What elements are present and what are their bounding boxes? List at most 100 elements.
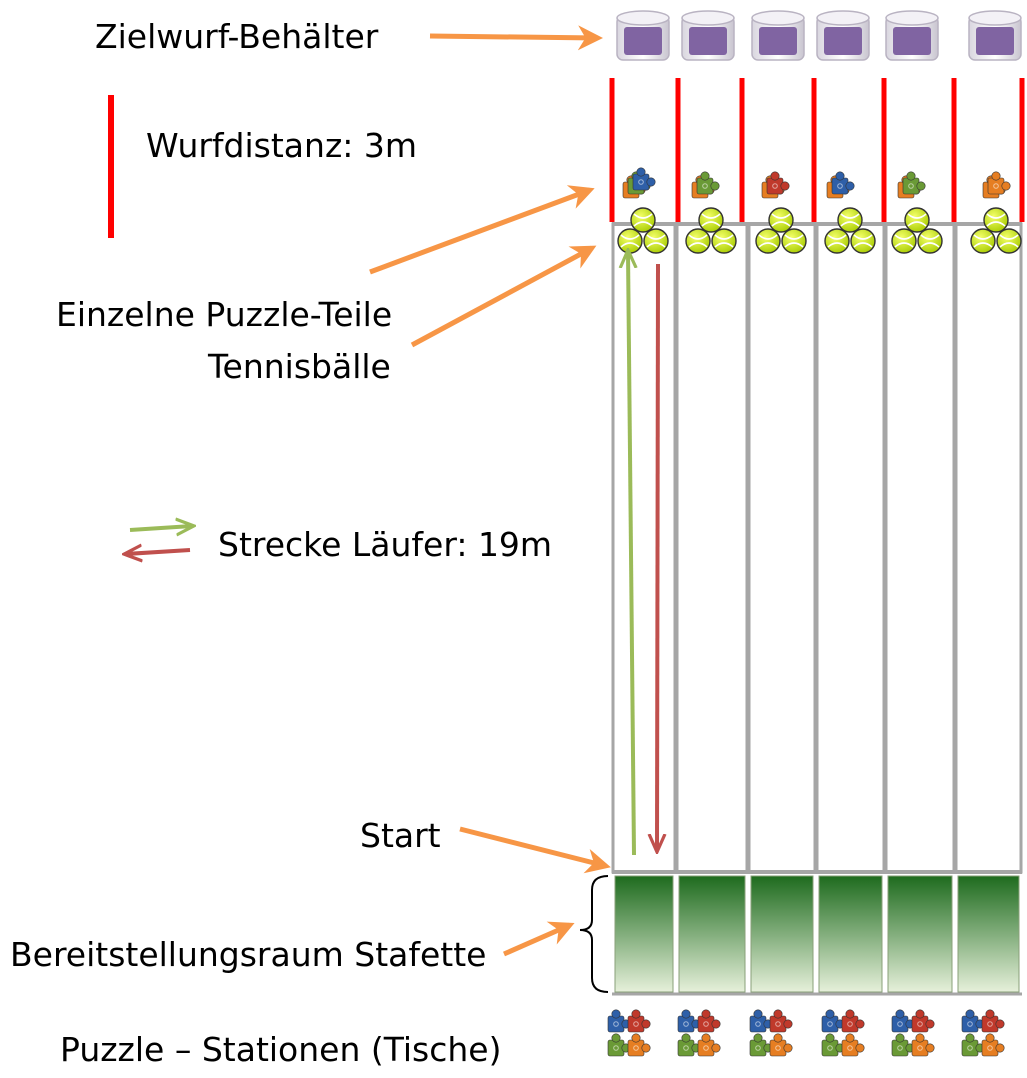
staging-block	[614, 875, 674, 993]
puzzle-piece	[821, 1009, 845, 1033]
puzzle-piece	[841, 1009, 865, 1033]
lane-track	[954, 222, 1023, 874]
staging-block	[957, 875, 1020, 993]
target-bin	[616, 10, 670, 61]
puzzle-piece	[961, 1009, 985, 1033]
lane-track	[747, 222, 817, 874]
staging-area-label: Bereitstellungsraum Stafette	[10, 935, 487, 974]
tennis-ball-stack	[891, 207, 943, 254]
puzzle-piece	[696, 171, 720, 195]
puzzle-piece	[902, 171, 926, 195]
tennis-ball-stack	[824, 207, 876, 254]
staging-block	[678, 875, 746, 993]
bins-label: Zielwurf-Behälter	[95, 17, 379, 56]
runner-out-arrow	[628, 252, 634, 856]
puzzle-piece	[749, 1033, 773, 1057]
target-bin	[885, 10, 939, 61]
puzzle-station	[821, 1009, 865, 1057]
lane-track	[884, 222, 956, 874]
puzzle-piece	[911, 1009, 935, 1033]
start-callout-arrow	[459, 826, 611, 874]
puzzle-piece	[891, 1033, 915, 1057]
tennis-ball	[698, 207, 724, 233]
start-label: Start	[360, 816, 441, 855]
puzzle-pieces-label: Einzelne Puzzle-Teile	[56, 295, 393, 334]
tennis-ball-stack	[617, 207, 669, 254]
staging-block	[818, 875, 883, 993]
puzzle-piece-pile	[897, 171, 926, 199]
bins-callout-arrow	[429, 25, 603, 51]
puzzle-piece	[697, 1009, 721, 1033]
puzzle-piece	[766, 171, 790, 195]
puzzle-stations-label: Puzzle – Stationen (Tische)	[60, 1030, 502, 1069]
tennis-ball-stack	[685, 207, 737, 254]
staging-block	[750, 875, 814, 993]
puzzle-piece-pile	[826, 171, 855, 199]
puzzle-piece	[911, 1033, 935, 1057]
puzzle-piece	[891, 1009, 915, 1033]
puzzle-piece-pile	[982, 171, 1011, 199]
throw-distance-label: Wurfdistanz: 3m	[146, 126, 418, 165]
puzzle-piece	[821, 1033, 845, 1057]
target-bin	[751, 10, 805, 61]
tennis-ball	[837, 207, 863, 233]
tennis-ball-stack	[755, 207, 807, 254]
tennis-ball	[983, 207, 1009, 233]
puzzle-piece-pile	[761, 171, 790, 199]
puzzle-station	[891, 1009, 935, 1057]
tennis-ball	[643, 228, 669, 254]
legend-back-arrow	[126, 550, 191, 554]
puzzle-piece	[961, 1033, 985, 1057]
tennis-ball	[617, 228, 643, 254]
puzzle-piece	[697, 1033, 721, 1057]
tennis-balls-label: Tennisbälle	[208, 347, 391, 386]
target-bin	[968, 10, 1022, 61]
target-bin	[681, 10, 735, 61]
target-bin	[816, 10, 870, 61]
puzzle-pieces-callout-arrow	[369, 185, 595, 275]
puzzle-station	[607, 1009, 651, 1057]
staging-bracket	[579, 875, 609, 993]
runner-back-arrow	[657, 263, 658, 850]
puzzle-piece	[677, 1009, 701, 1033]
staging-block	[887, 875, 953, 993]
puzzle-piece	[607, 1009, 631, 1033]
puzzle-piece	[627, 1033, 651, 1057]
tennis-ball	[685, 228, 711, 254]
puzzle-station	[749, 1009, 793, 1057]
tennis-ball	[891, 228, 917, 254]
tennis-ball	[781, 228, 807, 254]
puzzle-station	[677, 1009, 721, 1057]
puzzle-piece	[769, 1009, 793, 1033]
puzzle-piece	[607, 1033, 631, 1057]
tennis-ball	[755, 228, 781, 254]
puzzle-piece	[981, 1009, 1005, 1033]
puzzle-piece	[677, 1033, 701, 1057]
puzzle-piece	[987, 171, 1011, 195]
puzzle-piece	[769, 1033, 793, 1057]
puzzle-piece	[627, 1009, 651, 1033]
tennis-ball	[768, 207, 794, 233]
tennis-balls-callout-arrow	[410, 245, 597, 348]
puzzle-piece	[632, 167, 656, 191]
tennis-ball-stack	[970, 207, 1022, 254]
tennis-ball	[917, 228, 943, 254]
puzzle-piece	[981, 1033, 1005, 1057]
runner-track-label: Strecke Läufer: 19m	[218, 525, 553, 564]
tennis-ball	[904, 207, 930, 233]
lane-track	[675, 222, 749, 874]
tennis-ball	[970, 228, 996, 254]
tennis-ball	[711, 228, 737, 254]
puzzle-piece	[749, 1009, 773, 1033]
puzzle-station	[961, 1009, 1005, 1057]
lane-track	[815, 222, 886, 874]
tennis-ball	[850, 228, 876, 254]
tennis-ball	[824, 228, 850, 254]
lane-track	[611, 222, 677, 874]
puzzle-piece	[831, 171, 855, 195]
tennis-ball	[630, 207, 656, 233]
puzzle-piece-pile	[622, 167, 656, 199]
tennis-ball	[996, 228, 1022, 254]
